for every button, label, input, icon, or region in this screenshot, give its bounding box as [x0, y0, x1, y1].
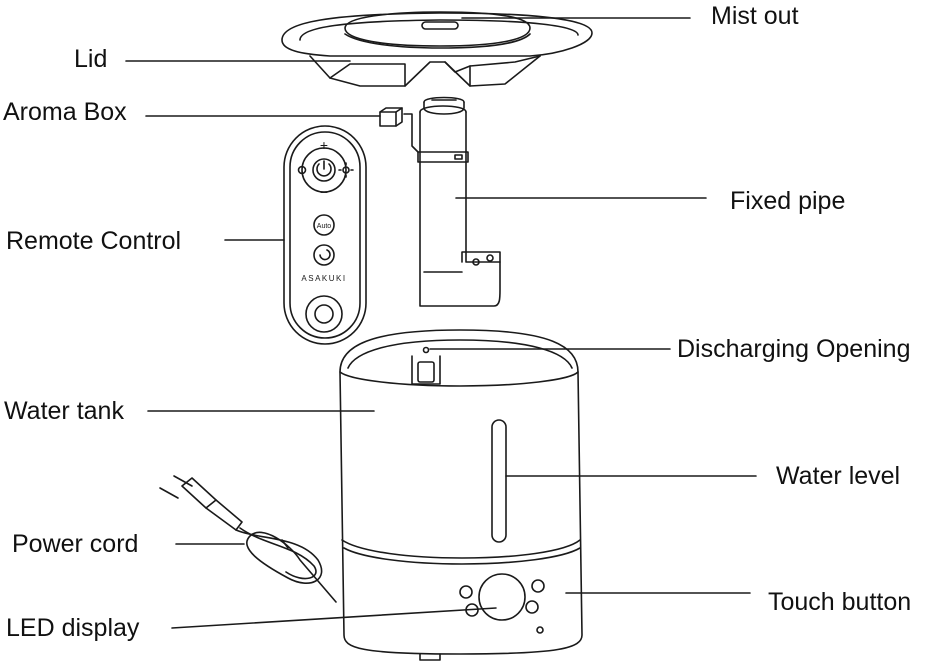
remote-plus-label: +: [320, 137, 328, 153]
label-fixed-pipe: Fixed pipe: [730, 187, 846, 215]
lid-drawing: [281, 11, 593, 87]
label-mist-out: Mist out: [711, 2, 799, 30]
label-power-cord: Power cord: [12, 530, 139, 558]
remote-auto-label: Auto: [317, 223, 332, 230]
label-water-tank: Water tank: [4, 397, 124, 425]
label-touch-button: Touch button: [768, 588, 912, 616]
label-aroma-box: Aroma Box: [3, 98, 127, 126]
leader-lines: [125, 17, 757, 629]
label-lid: Lid: [74, 45, 108, 73]
label-water-level: Water level: [776, 462, 901, 490]
label-remote-control: Remote Control: [6, 227, 182, 255]
label-discharging-opening: Discharging Opening: [677, 335, 911, 363]
remote-minus-label: −: [320, 184, 328, 200]
fixed-pipe-drawing: [403, 96, 501, 307]
water-tank-drawing: [339, 329, 583, 661]
aroma-box-drawing: [379, 107, 403, 127]
power-cord-drawing: [159, 475, 337, 603]
remote-brand-label: ASAKUKI: [301, 274, 346, 283]
label-led-display: LED display: [6, 614, 140, 642]
remote-control-drawing: [283, 125, 367, 345]
